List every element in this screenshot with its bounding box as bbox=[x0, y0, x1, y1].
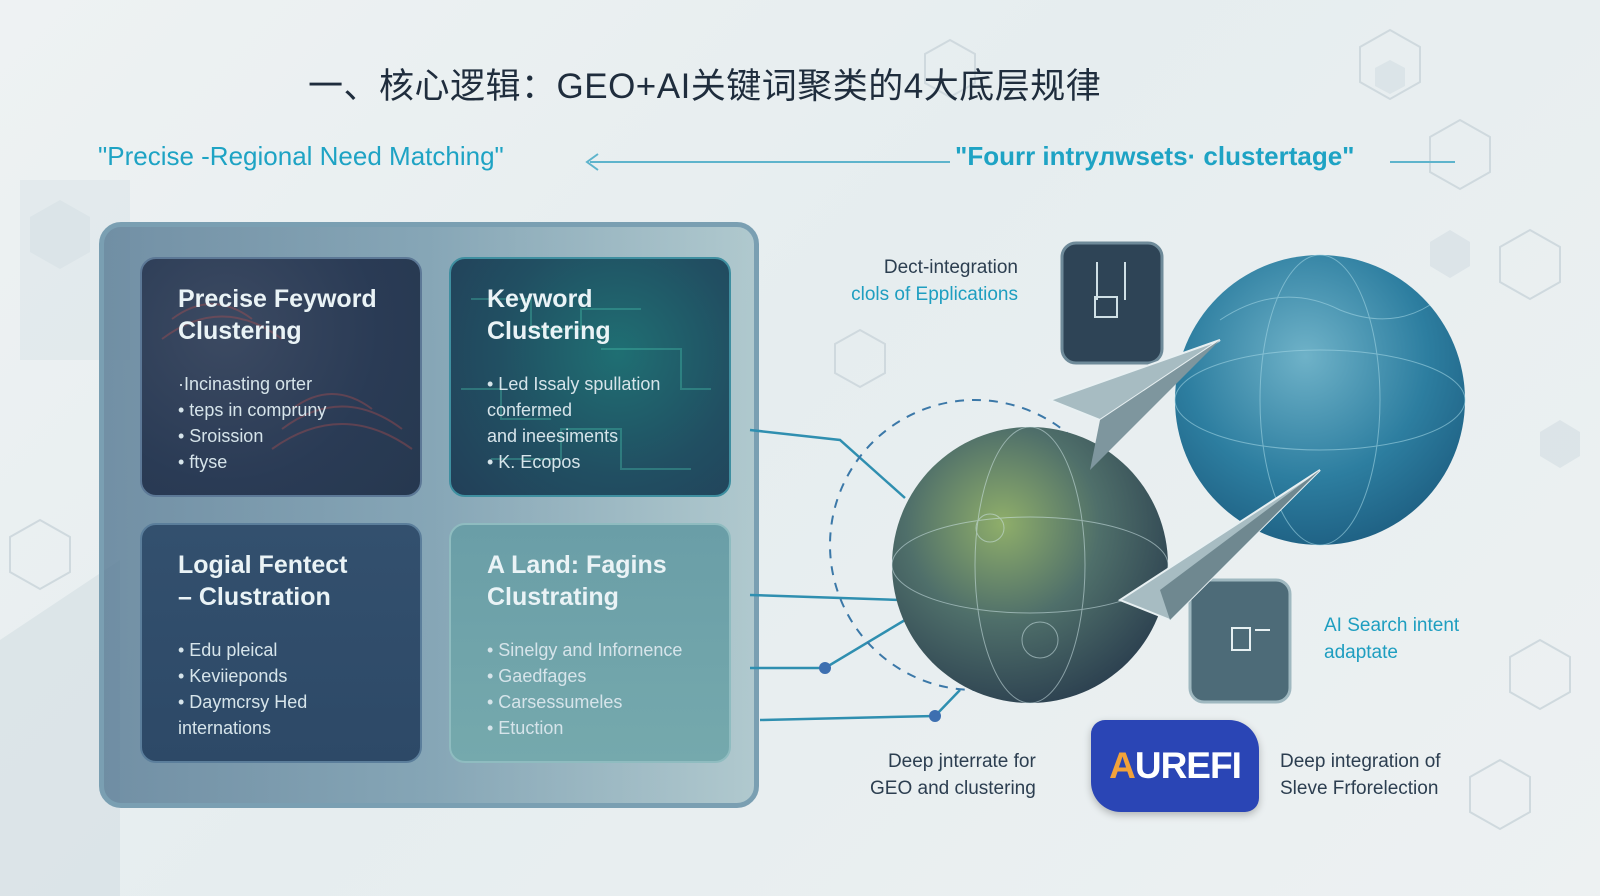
list-item: and ineesiments bbox=[487, 426, 619, 446]
list-item: • Edu pleical bbox=[178, 640, 278, 660]
logo-prefix: A bbox=[1109, 745, 1136, 786]
label-deep-integration: Deep integration of Sleve Frforelection bbox=[1280, 751, 1441, 799]
card-title: Keyword Clustering bbox=[487, 285, 611, 345]
list-item: • Keviieponds bbox=[178, 666, 288, 686]
list-item: • Sinelgy and Infornence bbox=[487, 640, 683, 660]
card-land-clustrating[interactable]: A Land: Fagins Clustrating • Sinelgy and… bbox=[449, 523, 731, 763]
logo-text: UREFI bbox=[1134, 745, 1242, 786]
list-item: confermed bbox=[487, 400, 573, 420]
card-bullets: ·Incinasting orter • teps in compruny • … bbox=[178, 371, 396, 475]
list-item: internations bbox=[178, 718, 272, 738]
card-bullets: • Sinelgy and Infornence • Gaedfages • C… bbox=[487, 637, 705, 741]
card-precise-keyword-clustering[interactable]: Precise Feyword Clustering ·Incinasting … bbox=[140, 257, 422, 497]
list-item: • Carsessumeles bbox=[487, 692, 623, 712]
clustering-panel: Precise Feyword Clustering ·Incinasting … bbox=[99, 222, 759, 808]
circuit-texture bbox=[461, 298, 711, 470]
paper-plane-icon bbox=[1117, 469, 1321, 622]
list-item: ·Incinasting orter bbox=[178, 374, 313, 394]
page-title: 一、核心逻辑：GEO+AI关键词聚类的4大底层规律 bbox=[308, 67, 1102, 106]
globe-icon bbox=[892, 427, 1168, 703]
card-keyword-clustering[interactable]: Keyword Clustering • Led Issaly spullati… bbox=[449, 257, 731, 497]
banner-left-caption: "Precise -Regional Need Matching" bbox=[98, 141, 504, 171]
card-title: Logial Fentect – Clustration bbox=[178, 551, 348, 611]
fingerprint-texture bbox=[161, 303, 413, 450]
card-title: Precise Feyword Clustering bbox=[178, 285, 377, 345]
card-logical-clustration[interactable]: Logial Fentect – Clustration • Edu pleic… bbox=[140, 523, 422, 763]
list-item: • Sroission bbox=[178, 426, 264, 446]
list-item: • Gaedfages bbox=[487, 666, 587, 686]
document-icon bbox=[1060, 241, 1164, 365]
document-icon bbox=[1188, 578, 1292, 704]
globe-icon bbox=[1175, 255, 1465, 545]
banner-right-caption: "Fourr intryлwsets· clustertage" bbox=[955, 141, 1355, 171]
brand-logo: AUREFI bbox=[1091, 720, 1259, 812]
list-item: • Etuction bbox=[487, 718, 564, 738]
card-bullets: • Led Issaly spullation confermed and in… bbox=[487, 371, 705, 475]
list-item: • ftyse bbox=[178, 452, 228, 472]
label-dect-integration: Dect-integration clols of Epplications bbox=[851, 257, 1018, 305]
list-item: • Daymcrsy Hed bbox=[178, 692, 308, 712]
paper-plane-icon bbox=[1047, 339, 1221, 470]
card-title: A Land: Fagins Clustrating bbox=[487, 551, 667, 611]
card-bullets: • Edu pleical • Keviieponds • Daymcrsy H… bbox=[178, 637, 396, 741]
list-item: • Led Issaly spullation bbox=[487, 374, 661, 394]
list-item: • teps in compruny bbox=[178, 400, 327, 420]
list-item: • K. Ecopos bbox=[487, 452, 581, 472]
label-deep-interrate: Deep jnterrate for GEO and clustering bbox=[870, 751, 1036, 799]
label-ai-search-intent: AI Search intent adaptate bbox=[1324, 615, 1460, 663]
